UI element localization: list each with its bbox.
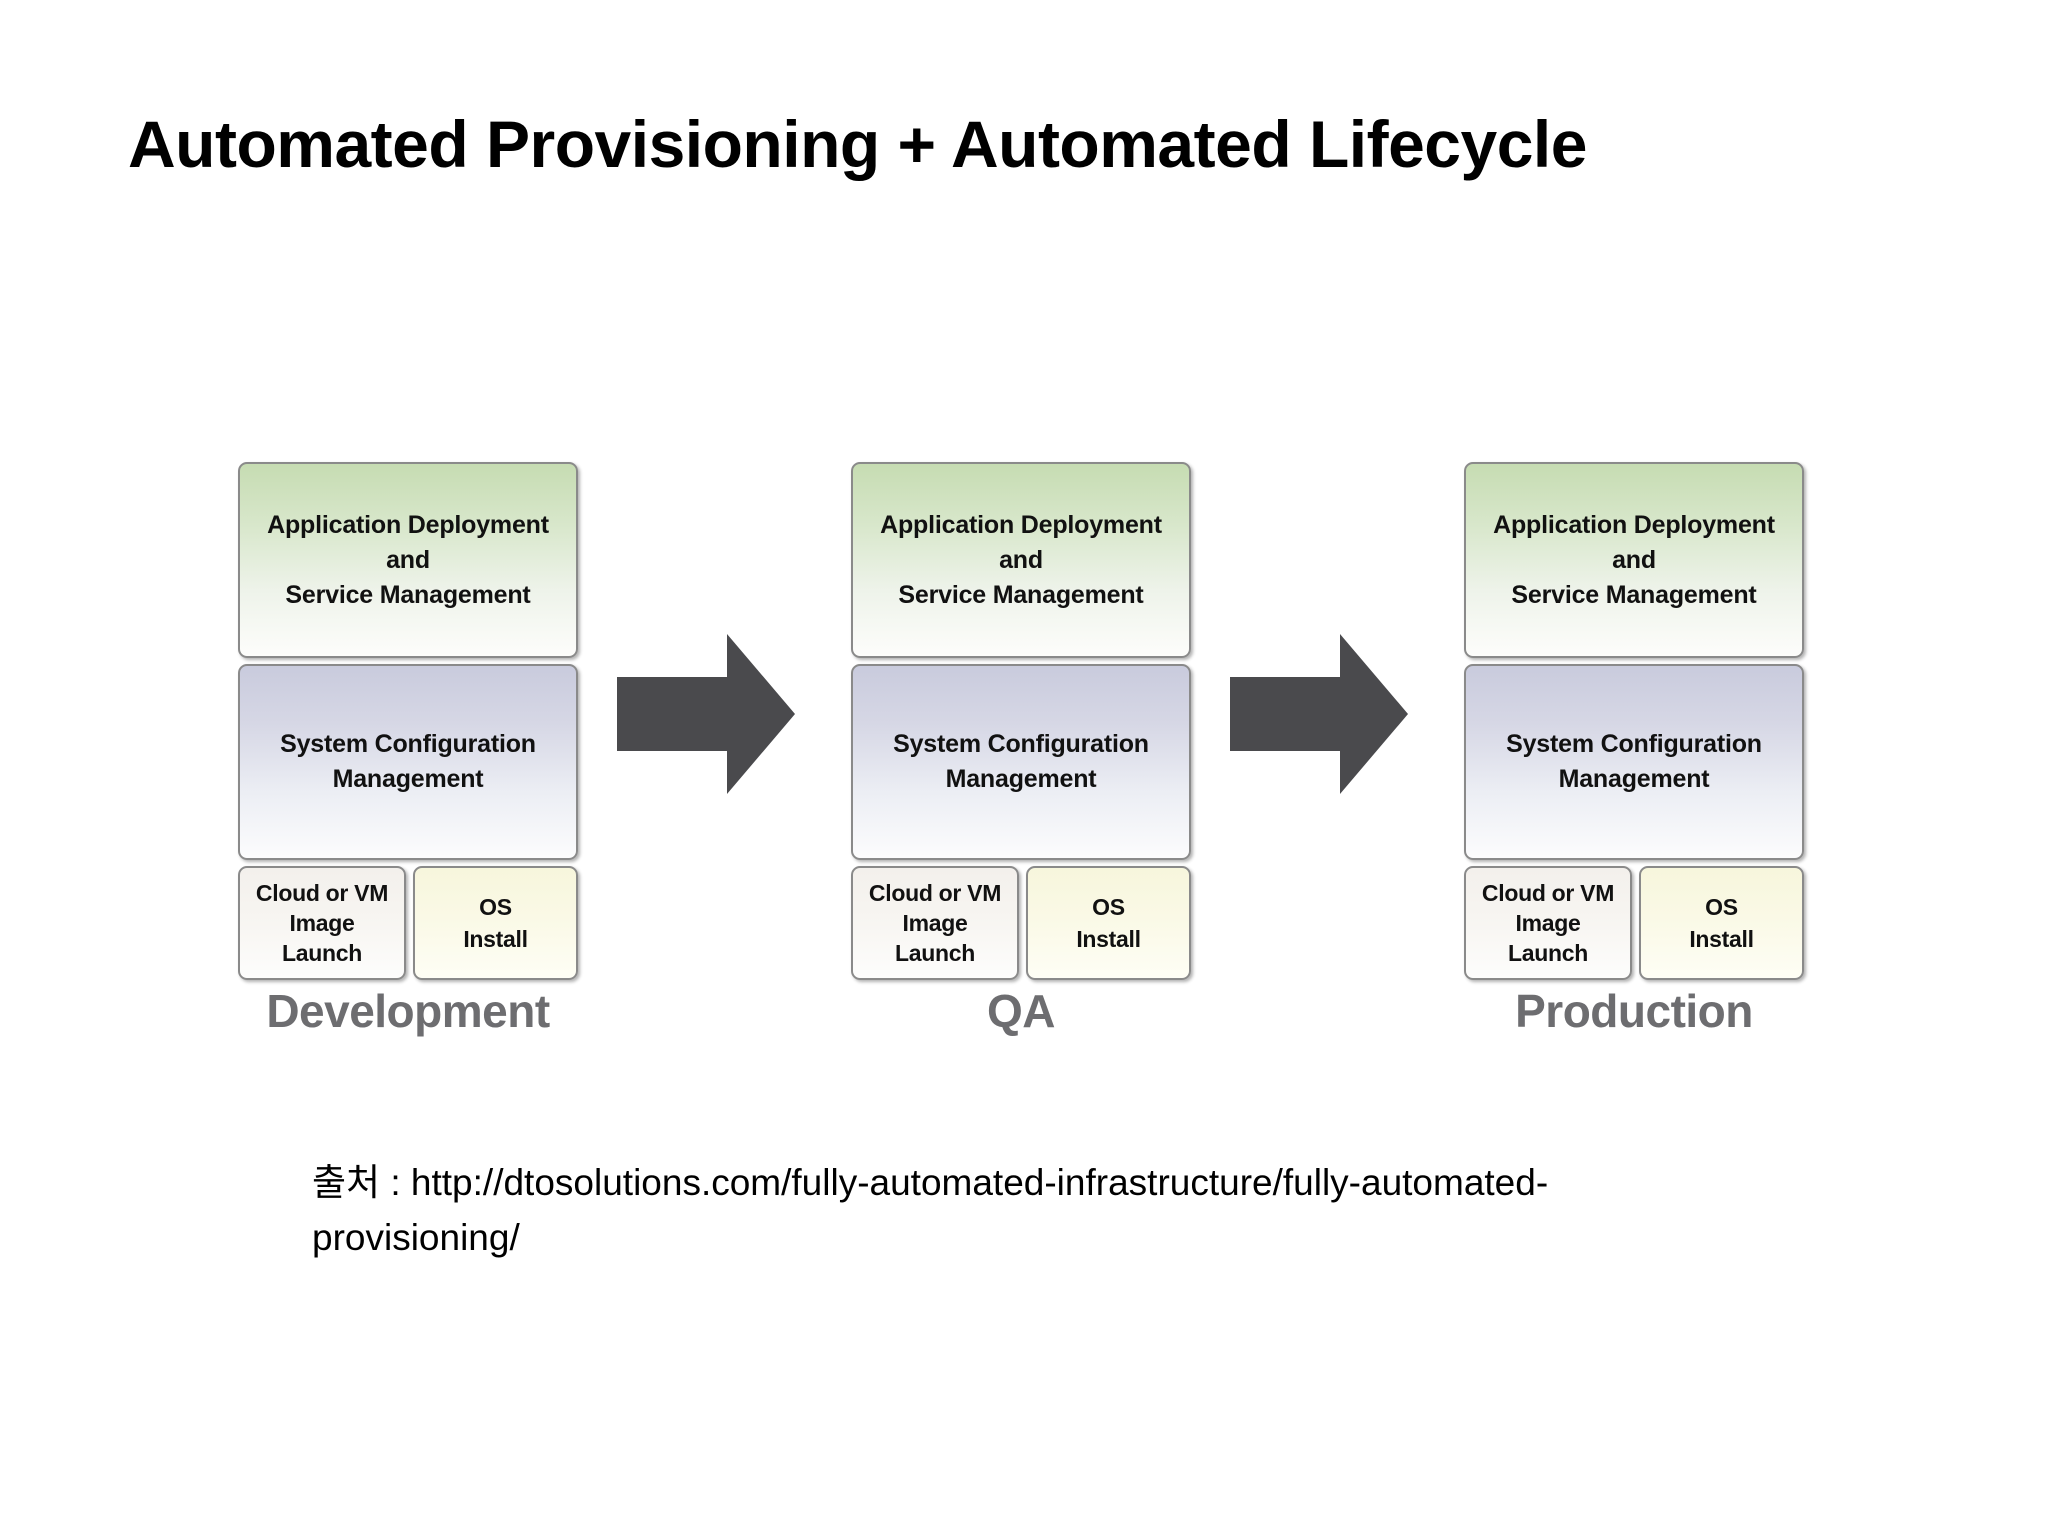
layer-cloud-line2: Image bbox=[1515, 910, 1581, 936]
layer-os-line1: OS bbox=[1705, 894, 1738, 920]
layer-cloud-line1: Cloud or VM bbox=[1481, 880, 1615, 906]
layer-cloud-line3: Launch bbox=[1508, 940, 1588, 966]
page-title: Automated Provisioning + Automated Lifec… bbox=[128, 107, 1587, 182]
stage-stack-development: Application Deployment and Service Manag… bbox=[238, 462, 578, 980]
layer-foundation-row: Cloud or VM Image Launch OS Install bbox=[851, 866, 1191, 980]
layer-application-line1: Application Deployment bbox=[880, 510, 1162, 539]
layer-os-line2: Install bbox=[1076, 926, 1141, 952]
layer-configuration-line1: System Configuration bbox=[893, 730, 1149, 758]
layer-os-line2: Install bbox=[463, 926, 528, 952]
layer-foundation-row: Cloud or VM Image Launch OS Install bbox=[238, 866, 578, 980]
stage-caption-production: Production bbox=[1515, 985, 1753, 1037]
layer-system-configuration: System Configuration Management bbox=[1464, 664, 1804, 860]
layer-os-line1: OS bbox=[1092, 894, 1125, 920]
layer-os-install: OS Install bbox=[413, 866, 578, 980]
layer-cloud-line3: Launch bbox=[282, 940, 362, 966]
layer-os-line2: Install bbox=[1689, 926, 1754, 952]
layer-application-line3: Service Management bbox=[1511, 580, 1757, 609]
layer-cloud-image-launch: Cloud or VM Image Launch bbox=[238, 866, 406, 980]
layer-application-line2: and bbox=[999, 545, 1043, 574]
layer-configuration-line2: Management bbox=[945, 765, 1097, 793]
layer-application-line1: Application Deployment bbox=[267, 510, 549, 539]
source-attribution: 출처 : http://dtosolutions.com/fully-autom… bbox=[312, 1162, 1549, 1258]
layer-cloud-line2: Image bbox=[289, 910, 355, 936]
layer-cloud-image-launch: Cloud or VM Image Launch bbox=[851, 866, 1019, 980]
layer-application-deployment: Application Deployment and Service Manag… bbox=[851, 462, 1191, 658]
layer-application-line3: Service Management bbox=[285, 580, 531, 609]
right-arrow-icon bbox=[617, 634, 795, 794]
layer-application-deployment: Application Deployment and Service Manag… bbox=[1464, 462, 1804, 658]
layer-configuration-line1: System Configuration bbox=[1506, 730, 1762, 758]
layer-cloud-line1: Cloud or VM bbox=[868, 880, 1002, 906]
layer-configuration-line1: System Configuration bbox=[280, 730, 536, 758]
layer-system-configuration: System Configuration Management bbox=[238, 664, 578, 860]
layer-application-line3: Service Management bbox=[898, 580, 1144, 609]
layer-os-line1: OS bbox=[479, 894, 512, 920]
right-arrow-icon bbox=[1230, 634, 1408, 794]
layer-cloud-image-launch: Cloud or VM Image Launch bbox=[1464, 866, 1632, 980]
stage-caption-qa: QA bbox=[987, 985, 1056, 1037]
layer-application-line2: and bbox=[1612, 545, 1656, 574]
layer-configuration-line2: Management bbox=[332, 765, 484, 793]
layer-cloud-line1: Cloud or VM bbox=[255, 880, 389, 906]
layer-cloud-line3: Launch bbox=[895, 940, 975, 966]
layer-configuration-line2: Management bbox=[1558, 765, 1710, 793]
layer-os-install: OS Install bbox=[1639, 866, 1804, 980]
stage-stack-production: Application Deployment and Service Manag… bbox=[1464, 462, 1804, 980]
layer-foundation-row: Cloud or VM Image Launch OS Install bbox=[1464, 866, 1804, 980]
layer-application-deployment: Application Deployment and Service Manag… bbox=[238, 462, 578, 658]
layer-application-line1: Application Deployment bbox=[1493, 510, 1775, 539]
layer-cloud-line2: Image bbox=[902, 910, 968, 936]
layer-system-configuration: System Configuration Management bbox=[851, 664, 1191, 860]
layer-os-install: OS Install bbox=[1026, 866, 1191, 980]
stage-caption-development: Development bbox=[266, 985, 550, 1037]
stage-stack-qa: Application Deployment and Service Manag… bbox=[851, 462, 1191, 980]
layer-application-line2: and bbox=[386, 545, 430, 574]
